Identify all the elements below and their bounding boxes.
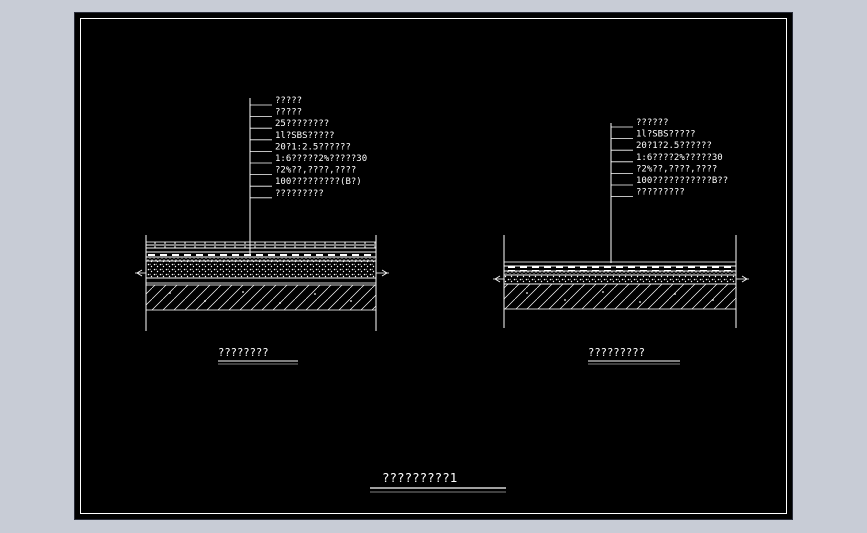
leader-ticks bbox=[250, 104, 272, 199]
layer-label: 1l?SBS????? bbox=[636, 130, 696, 140]
sheet-title-block: ?????????1 bbox=[370, 470, 506, 493]
sheet-title: ?????????1 bbox=[382, 470, 457, 485]
layer-label: ????? bbox=[275, 96, 302, 106]
drawing-border bbox=[80, 18, 787, 514]
layer-label: ?2%??,????,???? bbox=[636, 164, 717, 174]
leader-ticks bbox=[611, 126, 633, 198]
layer-label: 1:6?????2%?????30 bbox=[275, 154, 367, 164]
layer-label: ????? bbox=[275, 108, 302, 118]
layer-stack bbox=[135, 241, 389, 311]
detail-title: ????????? bbox=[588, 347, 645, 359]
layer-stack bbox=[493, 261, 749, 310]
layer-label: 1:6????2%?????30 bbox=[636, 153, 723, 163]
right-floor-detail: ?????? 1l?SBS?????20?1?2.5?????? 1:6????2%… bbox=[493, 118, 749, 365]
layer-label: ?2%??,????,???? bbox=[275, 166, 356, 176]
layer-label: 1l?SBS????? bbox=[275, 131, 335, 141]
detail-title: ???????? bbox=[218, 347, 269, 359]
left-floor-detail: ??????????25????????1l?SBS?????20?1:2.5?… bbox=[135, 96, 389, 365]
layer-label: ????????? bbox=[636, 188, 685, 198]
layer-label: ????????? bbox=[275, 189, 324, 199]
drawing-canvas: ??????????25????????1l?SBS?????20?1:2.5?… bbox=[135, 96, 749, 493]
layer-label: 100???????????B?? bbox=[636, 176, 728, 186]
cad-viewport[interactable]: ??????????25????????1l?SBS?????20?1:2.5?… bbox=[74, 12, 793, 520]
layer-label: 20?1:2.5?????? bbox=[275, 142, 351, 152]
layer-label: ?????? bbox=[636, 118, 669, 128]
layer-label: 100?????????(B?) bbox=[275, 177, 362, 187]
layer-label: 25???????? bbox=[275, 119, 329, 129]
layer-label: 20?1?2.5?????? bbox=[636, 141, 712, 151]
